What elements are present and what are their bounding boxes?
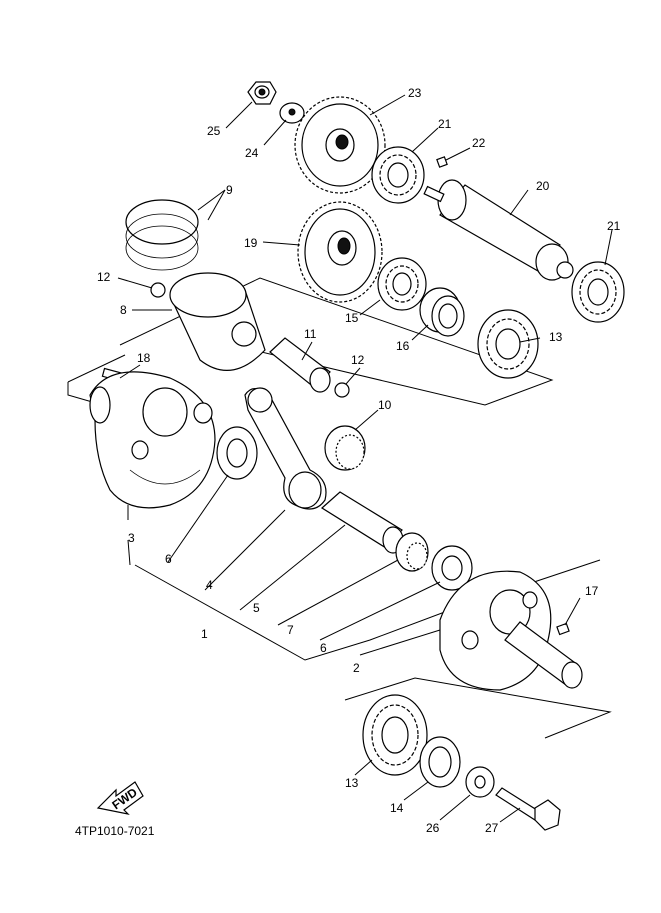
washer-part-26 (465, 766, 495, 798)
callout-6-left: 6 (165, 552, 172, 566)
needle-bearing-part-10 (324, 425, 366, 471)
washer-part-6-left (216, 426, 258, 480)
callout-18: 18 (137, 351, 151, 365)
callout-25: 25 (207, 124, 221, 138)
clip-part-12-upper (150, 282, 166, 298)
bolt-part-27 (495, 787, 561, 831)
crank-half-part-3 (89, 371, 216, 509)
callout-22: 22 (472, 136, 486, 150)
collar-part-14 (419, 736, 461, 788)
callout-8: 8 (120, 303, 127, 317)
bearing-part-21-lower (571, 261, 625, 323)
nut-part-25 (247, 81, 277, 105)
callout-19: 19 (244, 236, 258, 250)
callout-21-lower: 21 (607, 219, 621, 233)
piston-part-8 (169, 272, 266, 371)
leader-lines-lower (167, 474, 581, 823)
fwd-arrow-icon: FWD (96, 781, 144, 815)
bearing-frame (344, 677, 612, 739)
key-part-22 (436, 156, 448, 168)
bearing-part-21-upper (371, 146, 425, 204)
callout-21-upper: 21 (438, 117, 452, 131)
washer-part-24 (279, 102, 305, 124)
callout-12-upper: 12 (97, 270, 111, 284)
callout-20: 20 (536, 179, 550, 193)
gear-part-23 (294, 96, 386, 194)
clip-part-12-lower (334, 382, 350, 398)
diagram-code: 4TP1010-7021 (75, 824, 155, 838)
callout-26: 26 (426, 821, 440, 835)
crank-half-part-2 (439, 570, 583, 691)
callout-11: 11 (304, 327, 317, 341)
callout-23: 23 (408, 86, 422, 100)
piston-pin-part-11 (269, 337, 331, 393)
callout-16: 16 (396, 339, 410, 353)
bearing-part-13-lower (362, 694, 428, 776)
callout-17: 17 (585, 584, 599, 598)
balancer-shaft-part-20 (423, 179, 574, 281)
callout-4: 4 (206, 578, 213, 592)
bearing-part-15 (377, 257, 427, 311)
piston-rings-part-9 (125, 199, 199, 271)
callout-labels: 25 24 23 21 22 9 20 21 19 12 8 15 16 13 … (97, 86, 621, 835)
callout-13-lower: 13 (345, 776, 359, 790)
callout-13-upper: 13 (549, 330, 563, 344)
crank-pin-part-5 (321, 491, 404, 554)
callout-24: 24 (245, 146, 259, 160)
callout-7: 7 (287, 623, 294, 637)
callout-2: 2 (353, 661, 360, 675)
callout-9: 9 (226, 183, 233, 197)
connecting-rod-part-4 (244, 387, 327, 510)
needle-bearing-part-7 (395, 532, 429, 572)
callout-3: 3 (128, 531, 135, 545)
callout-15: 15 (345, 311, 359, 325)
key-part-17 (556, 622, 570, 636)
callout-10: 10 (378, 398, 392, 412)
callout-14: 14 (390, 801, 404, 815)
callout-6-right: 6 (320, 641, 327, 655)
leader-lines (117, 94, 613, 520)
gear-part-19 (297, 201, 383, 303)
callout-12-lower: 12 (351, 353, 365, 367)
collar-part-16 (419, 287, 465, 337)
callout-5: 5 (253, 601, 260, 615)
callout-1: 1 (201, 627, 208, 641)
callout-27: 27 (485, 821, 499, 835)
washer-part-6-right (431, 545, 473, 591)
bearing-part-13-upper (477, 309, 539, 379)
